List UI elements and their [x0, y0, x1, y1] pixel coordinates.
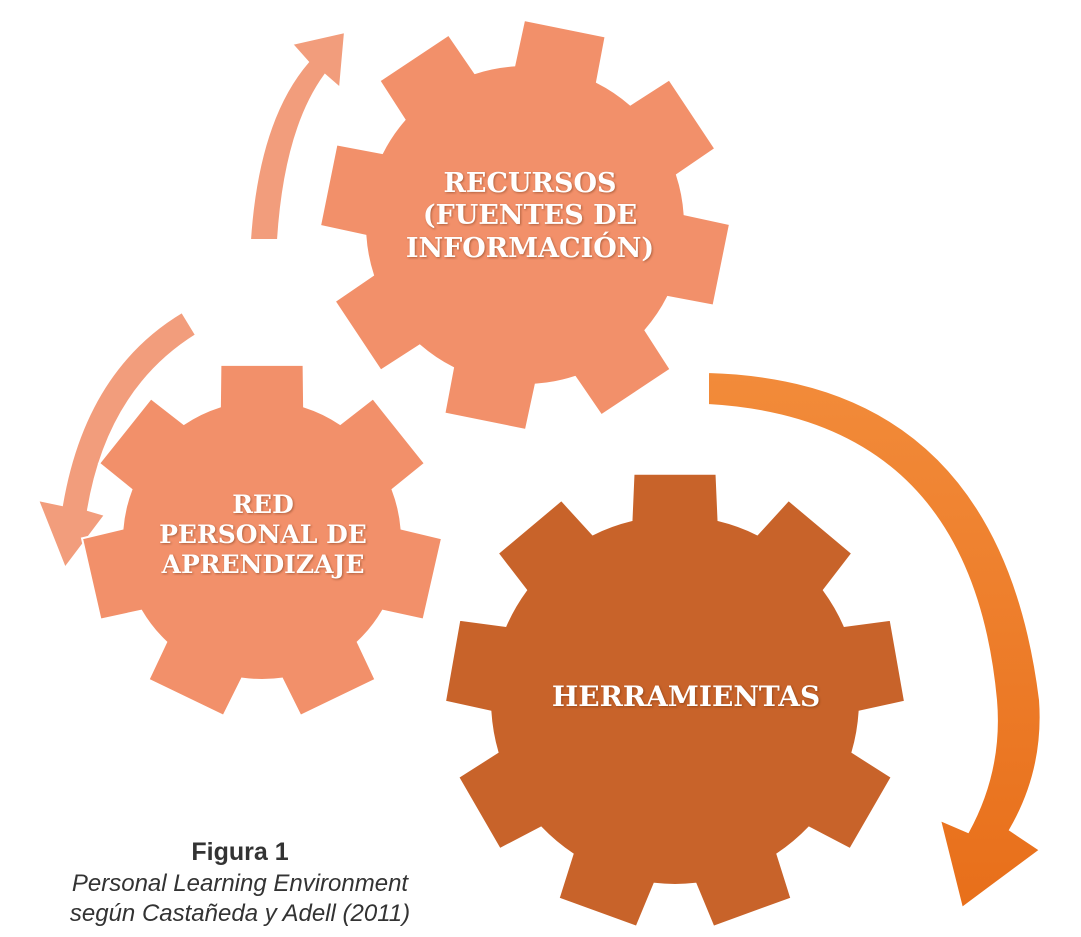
gear-red-line-2: PERSONAL DE — [159, 520, 367, 549]
curved-arrow-left — [36, 310, 198, 571]
figure-caption: Figura 1 Personal Learning Environment s… — [20, 838, 460, 929]
gear-herramientas-line-1: HERRAMIENTAS — [551, 680, 821, 713]
gear-red-line-3: APRENDIZAJE — [161, 550, 365, 579]
gear-recursos-label: RECURSOS (FUENTES DE INFORMACIÓN) — [360, 168, 700, 265]
gear-herramientas — [443, 472, 907, 929]
caption-subtitle-line-2: según Castañeda y Adell (2011) — [69, 900, 411, 927]
curved-arrow-right — [707, 370, 1042, 910]
gear-recursos-line-2: (FUENTES DE — [422, 200, 638, 232]
gear-red-line-1: RED — [232, 490, 294, 519]
gear-red-shape — [80, 363, 444, 718]
gear-herramientas-shape — [443, 472, 907, 929]
caption-subtitle-line-1: Personal Learning Environment — [71, 870, 409, 897]
gear-recursos — [318, 18, 732, 432]
gear-red-personal — [80, 363, 444, 718]
gear-recursos-line-3: INFORMACIÓN) — [405, 232, 655, 264]
gear-red-label: RED PERSONAL DE APRENDIZAJE — [118, 490, 408, 580]
gear-herramientas-label: HERRAMIENTAS — [496, 680, 876, 714]
gear-recursos-shape — [318, 18, 732, 432]
caption-title: Figura 1 — [191, 838, 289, 866]
gear-recursos-line-1: RECURSOS — [443, 168, 617, 199]
curved-arrow-top-left — [248, 30, 347, 241]
